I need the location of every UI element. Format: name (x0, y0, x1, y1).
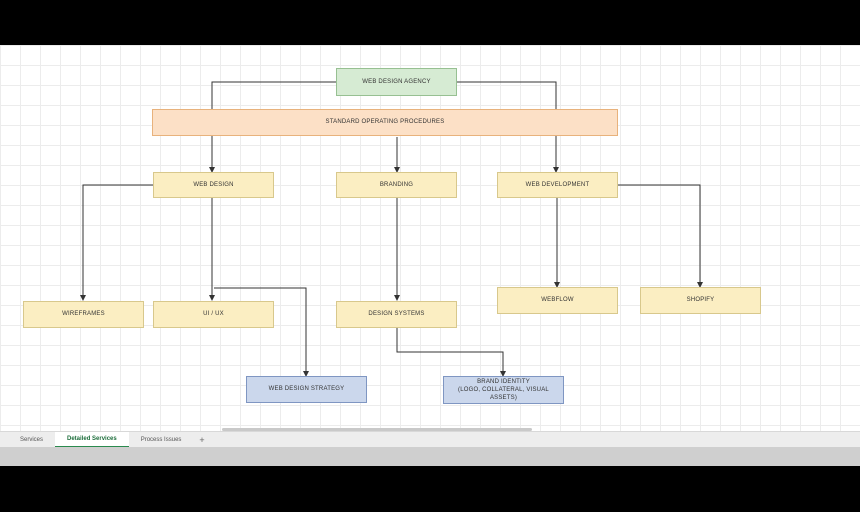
node-label: WEB DEVELOPMENT (525, 181, 590, 188)
node-label: WEB DESIGN AGENCY (362, 78, 431, 85)
connector-lines (80, 81, 703, 377)
node-sublabel: (LOGO, COLLATERAL, VISUAL ASSETS) (458, 386, 549, 402)
edge-root-webdev (457, 81, 559, 173)
tab-services[interactable]: Services (20, 437, 44, 443)
node-label: WEBFLOW (541, 297, 574, 304)
node-design-systems[interactable]: DESIGN SYSTEMS (336, 301, 457, 328)
node-label: UI / UX (203, 311, 224, 318)
node-web-design[interactable]: WEB DESIGN (153, 172, 274, 198)
node-webflow[interactable]: WEBFLOW (497, 287, 618, 314)
node-label: SHOPIFY (686, 297, 715, 304)
edge-root-webdesign (209, 81, 336, 173)
tab-process-issues[interactable]: Process Issues (140, 437, 182, 443)
horizontal-scrollbar[interactable] (222, 428, 532, 431)
node-label: BRAND IDENTITY (477, 378, 530, 385)
node-label: STANDARD OPERATING PROCEDURES (325, 119, 445, 126)
node-standard-operating-procedures[interactable]: STANDARD OPERATING PROCEDURES (152, 109, 618, 136)
node-label: WEB DESIGN STRATEGY (268, 386, 345, 393)
node-web-design-strategy[interactable]: WEB DESIGN STRATEGY (246, 376, 367, 403)
node-brand-identity[interactable]: BRAND IDENTITY (LOGO, COLLATERAL, VISUAL… (443, 376, 564, 404)
edge-webdev-shopify (617, 184, 703, 288)
tab-detailed-services[interactable]: Detailed Services (55, 432, 129, 448)
node-ui-ux[interactable]: UI / UX (153, 301, 274, 328)
node-web-design-agency[interactable]: WEB DESIGN AGENCY (336, 68, 457, 96)
edge-webdesign-wireframes (80, 184, 153, 301)
node-label: BRANDING (379, 181, 414, 188)
sheet-tab-bar: Services Detailed Services Process Issue… (0, 431, 860, 448)
node-label: WIREFRAMES (62, 311, 105, 318)
status-bar (0, 447, 860, 466)
node-label: WEB DESIGN (193, 181, 234, 188)
edge-designsystems-brandidentity (396, 328, 506, 377)
node-label: DESIGN SYSTEMS (368, 311, 425, 318)
add-tab-icon[interactable]: + (199, 435, 205, 445)
node-wireframes[interactable]: WIREFRAMES (23, 301, 144, 328)
diagram-canvas[interactable]: WEB DESIGN AGENCY STANDARD OPERATING PRO… (0, 45, 860, 466)
node-branding[interactable]: BRANDING (336, 172, 457, 198)
edge-webdesign-strategy (214, 287, 309, 377)
node-web-development[interactable]: WEB DEVELOPMENT (497, 172, 618, 198)
node-shopify[interactable]: SHOPIFY (640, 287, 761, 314)
